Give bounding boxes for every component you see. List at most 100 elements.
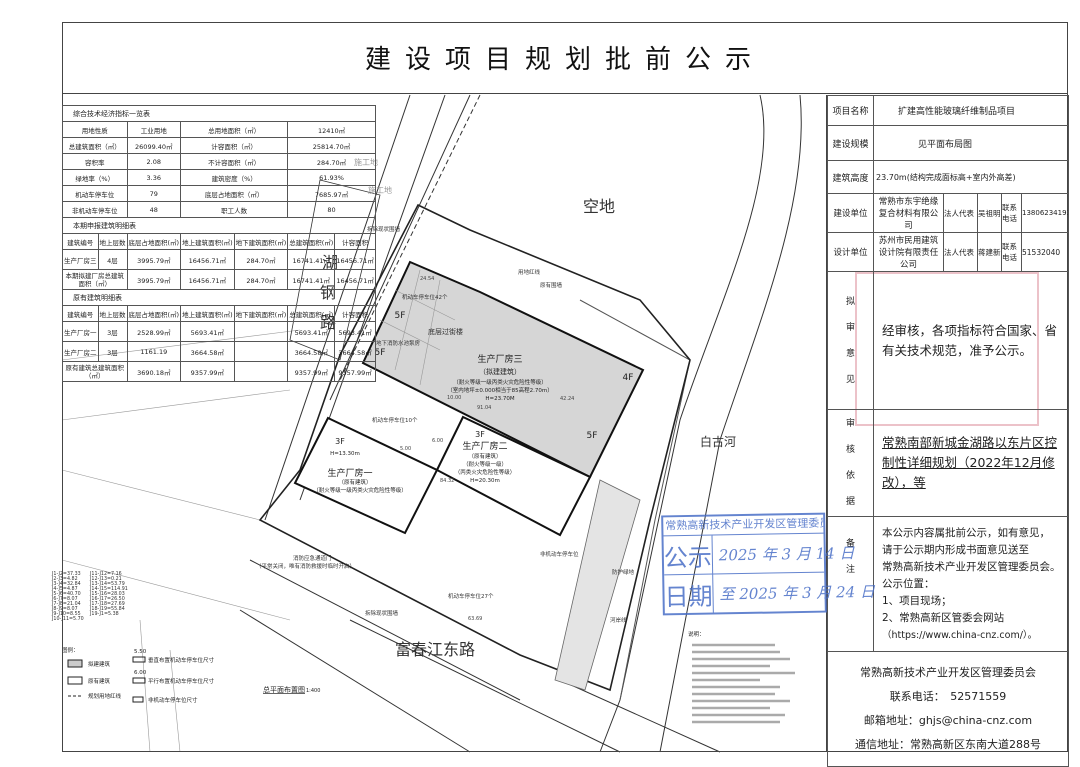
table-cell: 2.08 [126,153,182,170]
floor-label: 4F [623,373,634,383]
table-cell: 3664.58㎡ [287,341,336,362]
table-cell: 9357.99㎡ [180,361,235,382]
coord-item: J10-J11=5.70 [51,616,84,622]
river-lines [579,94,802,753]
table-cell: 机动车停车位 [62,185,128,202]
plan-label: 非机动车停车位 [540,550,579,558]
footer-contact: 常熟高新技术产业开发区管理委员会 联系电话： 52571559 邮箱地址：ghj… [827,651,1069,767]
table-cell: 底层占地面积(㎡) [126,305,182,322]
construction-label: 施工地 [368,185,392,195]
table-cell: 61.93% [287,169,376,186]
boundary-coordinates: J1-J2=37.33 J2-J3=4.82 J3-J4=32.84 J4-J5… [51,571,128,622]
basis-label: 审核依据 [827,409,874,517]
project-name-label: 项目名称 [827,95,874,126]
table-cell: 生产厂房三 [62,249,99,270]
building-3-elevation: （室内地坪±0.000相当于85高程2.70m） [447,386,552,394]
builder-label: 建设单位 [827,193,874,233]
plan-label: 地下消防水池泵房 [376,339,421,347]
table-cell: 生产厂房一 [62,321,99,342]
table-cell: 原有建筑总建筑面积（㎡） [62,361,128,382]
footer-address: 通信地址：常熟高新区东南大道288号 [855,738,1041,751]
dimension-label: 24.54 [420,276,434,282]
legend-swatch-new [67,659,83,668]
green-buffer [554,479,641,691]
building-1 [293,416,439,535]
table-cell: 12410㎡ [287,121,376,138]
legend-item: 6.00 [134,670,147,676]
coord-item: J7-J8=21.04 [51,601,81,607]
notes-title: 说明： [688,630,705,638]
table-cell: 总用地面积（㎡） [180,121,289,138]
table-heading: 原有建筑明细表 [62,289,376,306]
coord-item: J12-J13=0.21 [89,576,122,582]
building-2-name: 生产厂房二 [462,440,507,452]
table-cell: 16456.71㎡ [334,269,376,290]
coord-item: J2-J3=4.82 [51,576,78,582]
building-3-status: （拟建建筑） [479,367,521,376]
table-cell: 7685.97㎡ [287,185,376,202]
legal-rep-label: 法人代表 [943,232,978,272]
coord-item: J3-J4=32.84 [51,581,81,587]
table-cell [233,361,289,382]
plan-title: 总平面布置图 [263,685,305,694]
opinion-label: 拟审意见 [827,271,874,410]
table-cell: 地下建筑面积(㎡) [233,233,289,250]
table-cell: 地上建筑面积(㎡) [180,305,235,322]
table-cell: 非机动车停车位 [62,201,128,218]
height-value: 23.70m(结构完成面标高+室内外高差) [873,160,1069,194]
plan-label: 消防应急通道门 [293,554,332,562]
table-cell: 不计容面积（㎡） [180,153,289,170]
table-cell: 地上建筑面积(㎡) [180,233,235,250]
table-cell: 建筑编号 [62,305,99,322]
building-2 [435,415,592,537]
table-cell: 本期拟建厂房总建筑面积（㎡） [62,269,128,290]
site-boundary [258,203,691,692]
table-cell: 1161.19 [126,341,182,362]
coord-item: J5-J6=40.70 [51,591,81,597]
table-cell: 284.70㎡ [233,269,289,290]
plan-scale: 1:400 [306,688,320,694]
table-cell: 地上层数 [97,233,128,250]
phone-label: 联系电话 [1001,193,1022,233]
plan-label: 底层过街楼 [428,327,463,336]
road-south-lines [239,559,721,753]
table-cell: 3995.79㎡ [126,249,182,270]
footer-phone: 联系电话： 52571559 [889,690,1007,703]
coord-item: J11-J12=7.16 [89,571,122,577]
table-cell: 总建筑面积(㎡) [287,233,336,250]
plan-label: 机动车停车位10个 [372,416,418,424]
table-cell: 16456.71㎡ [334,249,376,270]
dimension-label: 84.32 [440,478,454,484]
legend-item: 规划用地红线 [88,692,122,700]
table-cell: 容积率 [62,153,128,170]
table-cell: 3664.58㎡ [180,341,235,362]
table-cell: 3664.58㎡ [334,341,376,362]
scale-value: 见平面布局图 [873,125,1069,161]
table-cell: 9357.99㎡ [334,361,376,382]
table-cell: 3690.18㎡ [126,361,182,382]
building-1-status: （原有建筑） [338,478,371,486]
plan-label: 防护绿地 [612,568,635,576]
building-2-status: （原有建筑） [468,452,501,460]
opinion-text: 经审核，各项指标符合国家、省有关技术规范，准予公示。 [873,271,1069,410]
table-cell: 用地性质 [62,121,128,138]
table-cell: 5693.41㎡ [287,321,336,342]
legend-title: 图例： [62,646,79,654]
legend: 图例： 拟建建筑 原有建筑 规划用地红线 5.50 垂直布置机动车停车位尺寸 6… [62,646,215,704]
footer-org: 常熟高新技术产业开发区管理委员会 [860,666,1036,679]
scale-label: 建设规模 [827,125,874,161]
building-1-fire: （耐火等级一级丙类火灾危险性等级） [313,486,407,494]
stamp-end-date: 至 2025 年 3 月 24 日 [719,582,876,603]
table-cell: 总建筑面积（㎡） [62,137,128,154]
river-label: 白古河 [700,434,736,449]
coord-item: J17-J18=27.69 [89,601,125,607]
legend-item: 垂直布置机动车停车位尺寸 [148,656,215,664]
plan-label: 机动车停车位42个 [402,293,448,301]
legend-item: 非机动车停车位尺寸 [148,696,198,704]
designer-value: 苏州市民用建筑设计院有限责任公司 [873,232,944,272]
